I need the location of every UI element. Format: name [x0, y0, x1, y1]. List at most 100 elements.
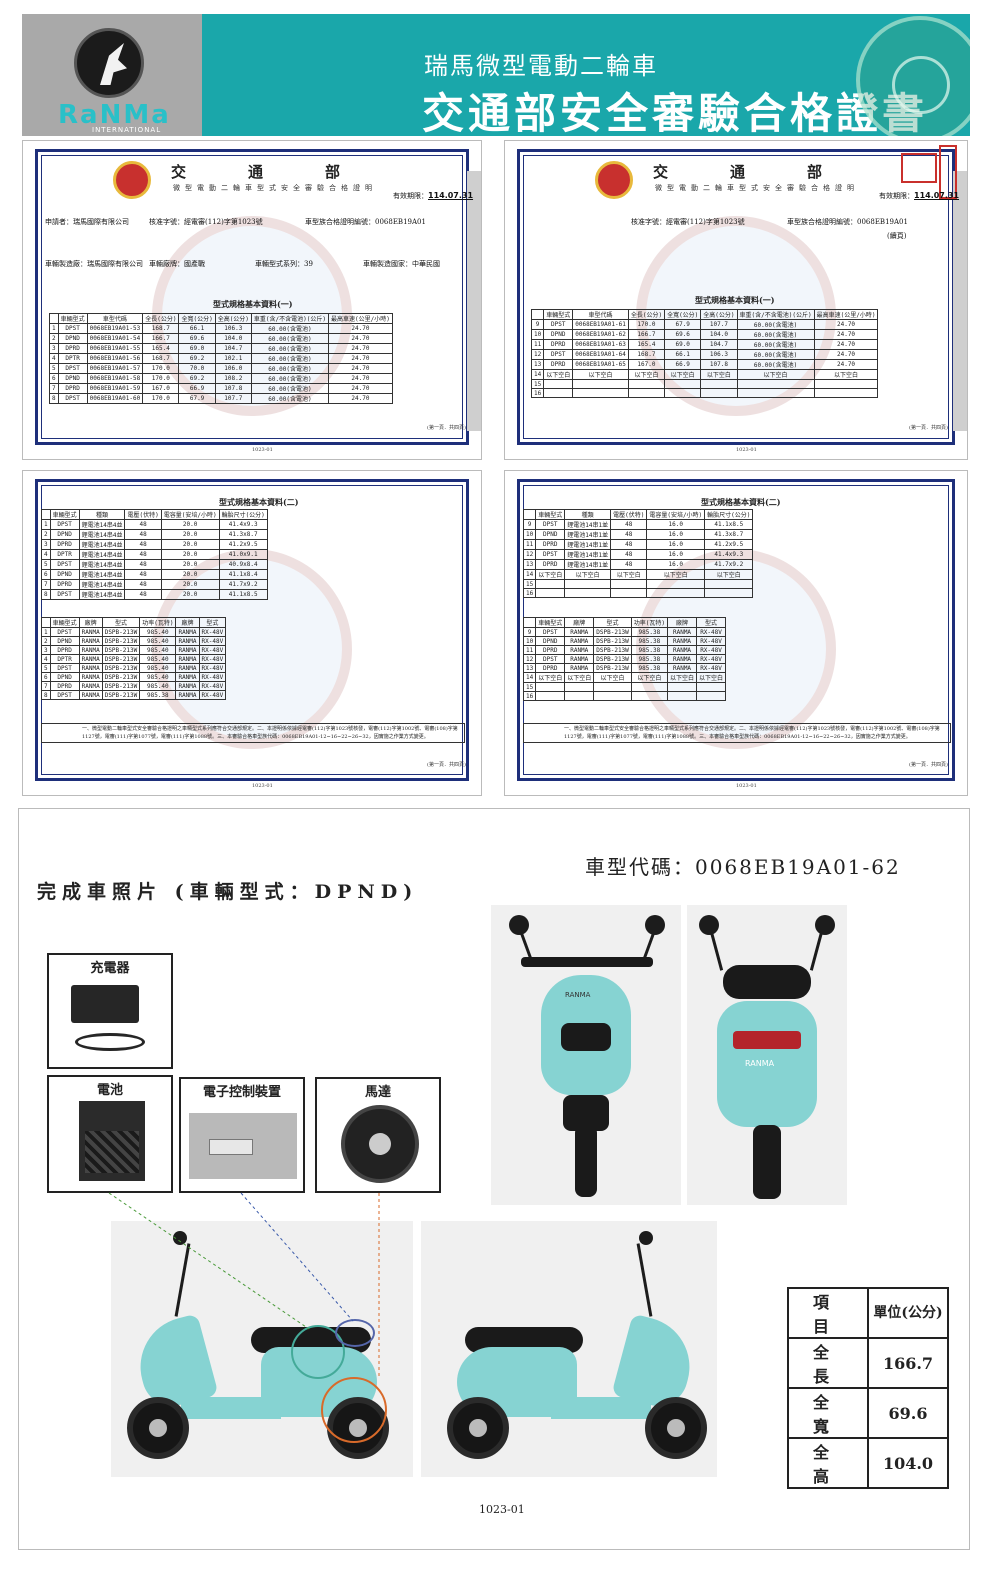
- table-cell: 16: [530, 388, 545, 398]
- table-cell: RANMA: [175, 636, 200, 646]
- table-title: 型式規格基本資料(二): [701, 497, 781, 507]
- table-cell: DPST: [535, 519, 566, 530]
- table-cell: 60.00(含電池): [250, 383, 329, 394]
- table-cell: 24.70: [813, 349, 879, 360]
- approval-no: 核准字號：經電審(112)字第1023號: [149, 218, 263, 226]
- table-cell: 7: [49, 383, 59, 394]
- table-cell: 20.0: [160, 529, 220, 540]
- table-header-cell: [522, 509, 537, 520]
- table-cell: 985.40: [139, 672, 177, 682]
- table-cell: 3: [49, 343, 59, 354]
- table-cell: DSPB-213W: [593, 645, 632, 655]
- table-cell: RANMA: [175, 672, 200, 682]
- table-cell: 108.2: [214, 373, 252, 384]
- table-header-cell: 車輛型式: [535, 617, 566, 628]
- table-cell: DSPB-213W: [101, 645, 141, 655]
- table-cell: 16.0: [646, 529, 706, 540]
- table-row: 15: [522, 579, 754, 589]
- table-cell: 7: [41, 681, 51, 691]
- table-cell: 20.0: [160, 549, 220, 560]
- table-cell: 48: [610, 539, 648, 550]
- table-cell: RANMA: [564, 627, 595, 637]
- table-cell: 66.1: [178, 323, 216, 334]
- table-cell: 60.00(含電池): [250, 333, 329, 344]
- table-cell: DPST: [535, 654, 566, 664]
- table-cell: 鋰電池14串1並: [564, 529, 612, 540]
- table-cell: DSPB-213W: [593, 654, 632, 664]
- table-cell: 16.0: [646, 539, 706, 550]
- table-cell: 11: [530, 339, 545, 350]
- dims-row-label: 全寬: [787, 1387, 869, 1439]
- table-cell: 24.70: [327, 363, 393, 374]
- photo-left-side: [111, 1221, 413, 1477]
- country: 車輛製造國家：中華民國: [363, 260, 440, 268]
- table-cell: RX-48V: [198, 672, 227, 682]
- table-cell: 60.00(含電池): [250, 323, 329, 334]
- table-cell: 以下空白: [667, 672, 698, 683]
- approval-no: 核准字號：經電審(112)字第1023號: [631, 218, 745, 226]
- brand-logo-panel: RaNMa INTERNATIONAL: [22, 14, 202, 136]
- table-cell: [630, 682, 669, 692]
- table-cell: 鋰電池14串4並: [78, 549, 126, 560]
- table-cell: [593, 682, 632, 692]
- table-cell: 14: [522, 569, 537, 580]
- table-cell: 14: [522, 672, 537, 683]
- table-cell: [564, 682, 595, 692]
- ministry-name: 交通部: [171, 163, 403, 181]
- table-cell: 鋰電池14串1並: [564, 539, 612, 550]
- table-cell: 24.70: [327, 333, 393, 344]
- table-cell: DPST: [543, 349, 574, 360]
- table-cell: 鋰電池14串4並: [78, 559, 126, 570]
- table-cell: RANMA: [667, 654, 698, 664]
- maker: 車輛製造廠：瑞馬國際有限公司: [45, 260, 143, 268]
- table-cell: RANMA: [78, 663, 103, 673]
- table-cell: 48: [124, 549, 162, 560]
- table-cell: 12: [522, 549, 537, 560]
- table-cell: 69.2: [178, 353, 216, 364]
- table-cell: 69.0: [664, 339, 702, 350]
- table-cell: 107.8: [700, 359, 738, 370]
- table-cell: [664, 379, 702, 389]
- table-header-cell: 車輛型式: [49, 509, 80, 520]
- scooter-brand: RANMA: [565, 991, 591, 999]
- table-cell: RANMA: [175, 690, 200, 700]
- table-cell: [572, 388, 629, 398]
- table-header-cell: 輪胎尺寸(公分): [218, 509, 268, 520]
- table-cell: [564, 588, 612, 598]
- table-header-cell: 車重(含/不含電池)(公斤): [736, 309, 815, 320]
- table-cell: RANMA: [564, 654, 595, 664]
- table-cell: 0068EB19A01-54: [86, 333, 144, 344]
- table-cell: 6: [41, 672, 51, 682]
- table-cell: DPST: [49, 627, 80, 637]
- table-cell: 0068EB19A01-65: [572, 359, 629, 370]
- dims-item-label: 項目: [787, 1287, 869, 1339]
- table-cell: 985.38: [630, 663, 669, 673]
- table-header-cell: 廠牌: [78, 617, 103, 628]
- table-cell: 985.40: [139, 681, 177, 691]
- table-cell: 107.8: [214, 383, 252, 394]
- table-cell: 66.9: [664, 359, 702, 370]
- table-cell: 67.9: [178, 393, 216, 404]
- table-header-cell: 種類: [78, 509, 126, 520]
- table-cell: 107.7: [700, 319, 738, 330]
- table-cell: 鋰電池14串1並: [564, 549, 612, 560]
- table-cell: [813, 388, 879, 398]
- table-cell: DPRD: [57, 383, 88, 394]
- table-cell: [736, 379, 815, 389]
- dims-row-label: 全長: [787, 1337, 869, 1389]
- brand: 車輛廠牌：國產戰: [149, 260, 205, 268]
- table-cell: 60.00(含電池): [736, 319, 815, 330]
- dims-row-value: 69.6: [867, 1387, 949, 1439]
- dimensions-table: 項目 單位(公分) 全長 166.7 全寬 69.6 全高 104.0: [787, 1287, 949, 1489]
